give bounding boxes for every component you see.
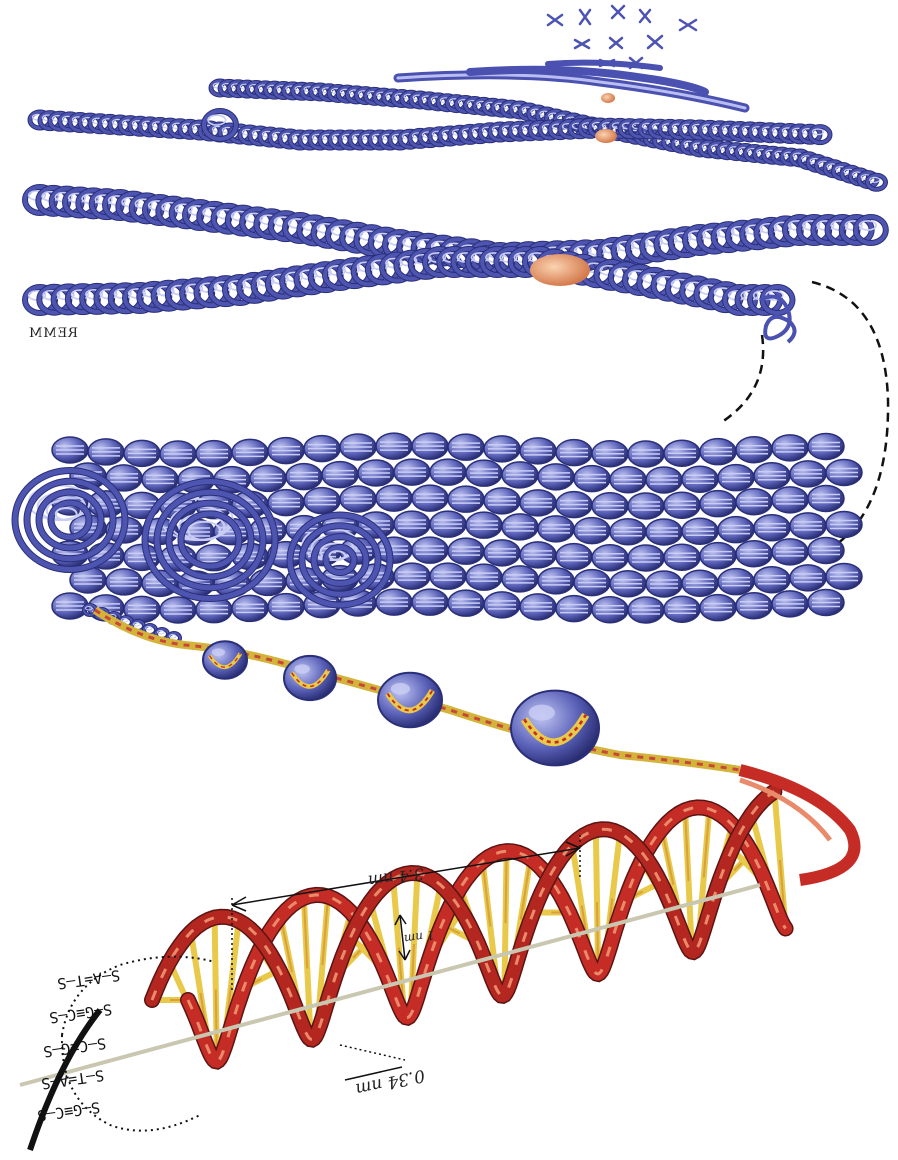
solenoid-fibres [25, 81, 886, 313]
dna-double-helix [152, 770, 854, 1061]
centromere-upper [595, 129, 617, 143]
supercoiled-chromatin [15, 433, 862, 643]
centromere-lower [530, 254, 590, 286]
artist-signature: REMM [28, 326, 78, 341]
helix-axis [20, 885, 760, 1085]
metaphase-chromosomes [548, 6, 696, 68]
